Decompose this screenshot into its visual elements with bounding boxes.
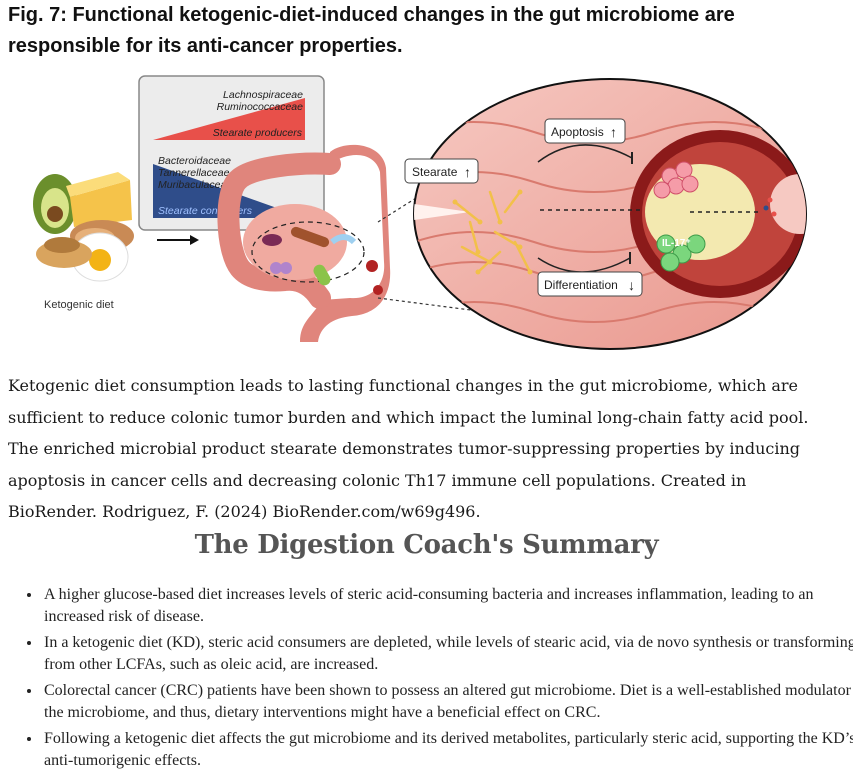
consumer-family-2: Tannerellaceae xyxy=(158,167,230,179)
figure-caption: Ketogenic diet consumption leads to last… xyxy=(8,376,809,521)
ketogenic-food-icon xyxy=(33,172,134,282)
stearate-producers-label: Stearate producers xyxy=(213,127,303,139)
arrow-up-icon: ↑ xyxy=(610,124,617,140)
ketogenic-diet-label: Ketogenic diet xyxy=(44,299,114,311)
differentiation-label-box: Differentiation ↓ xyxy=(537,271,643,297)
svg-text:Differentiation: Differentiation xyxy=(544,278,618,292)
il17-label: IL-17⁺ xyxy=(662,238,691,249)
apoptosis-label-box: Apoptosis ↑ xyxy=(544,118,626,144)
summary-title: The Digestion Coach's Summary xyxy=(194,530,659,560)
consumer-family-3: Muribaculaceae xyxy=(158,179,232,191)
list-item: In a ketogenic diet (KD), steric acid co… xyxy=(42,632,853,676)
consumer-family-1: Bacteroidaceae xyxy=(158,155,231,167)
list-item: Following a ketogenic diet affects the g… xyxy=(42,728,853,772)
producer-family-2: Ruminococcaceae xyxy=(217,101,304,113)
producer-family-1: Lachnospiraceae xyxy=(223,89,303,101)
colon-icon xyxy=(217,144,391,342)
stearate-label-box: Stearate ↑ xyxy=(404,158,479,184)
figure-illustration: Ketogenic diet Lachnospiraceae Ruminococ… xyxy=(33,75,807,350)
arrow-right-icon xyxy=(157,235,199,245)
list-item: Colorectal cancer (CRC) patients have be… xyxy=(42,680,853,724)
arrow-up-icon: ↑ xyxy=(464,164,471,180)
list-item: A higher glucose-based diet increases le… xyxy=(42,584,853,628)
svg-text:Stearate: Stearate xyxy=(412,165,458,179)
arrow-down-icon: ↓ xyxy=(628,277,635,293)
summary-list: A higher glucose-based diet increases le… xyxy=(20,584,853,776)
svg-text:Apoptosis: Apoptosis xyxy=(551,125,604,139)
colon-tissue-zoom xyxy=(413,78,807,350)
figure-title: Fig. 7: Functional ketogenic-diet-induce… xyxy=(8,4,735,57)
